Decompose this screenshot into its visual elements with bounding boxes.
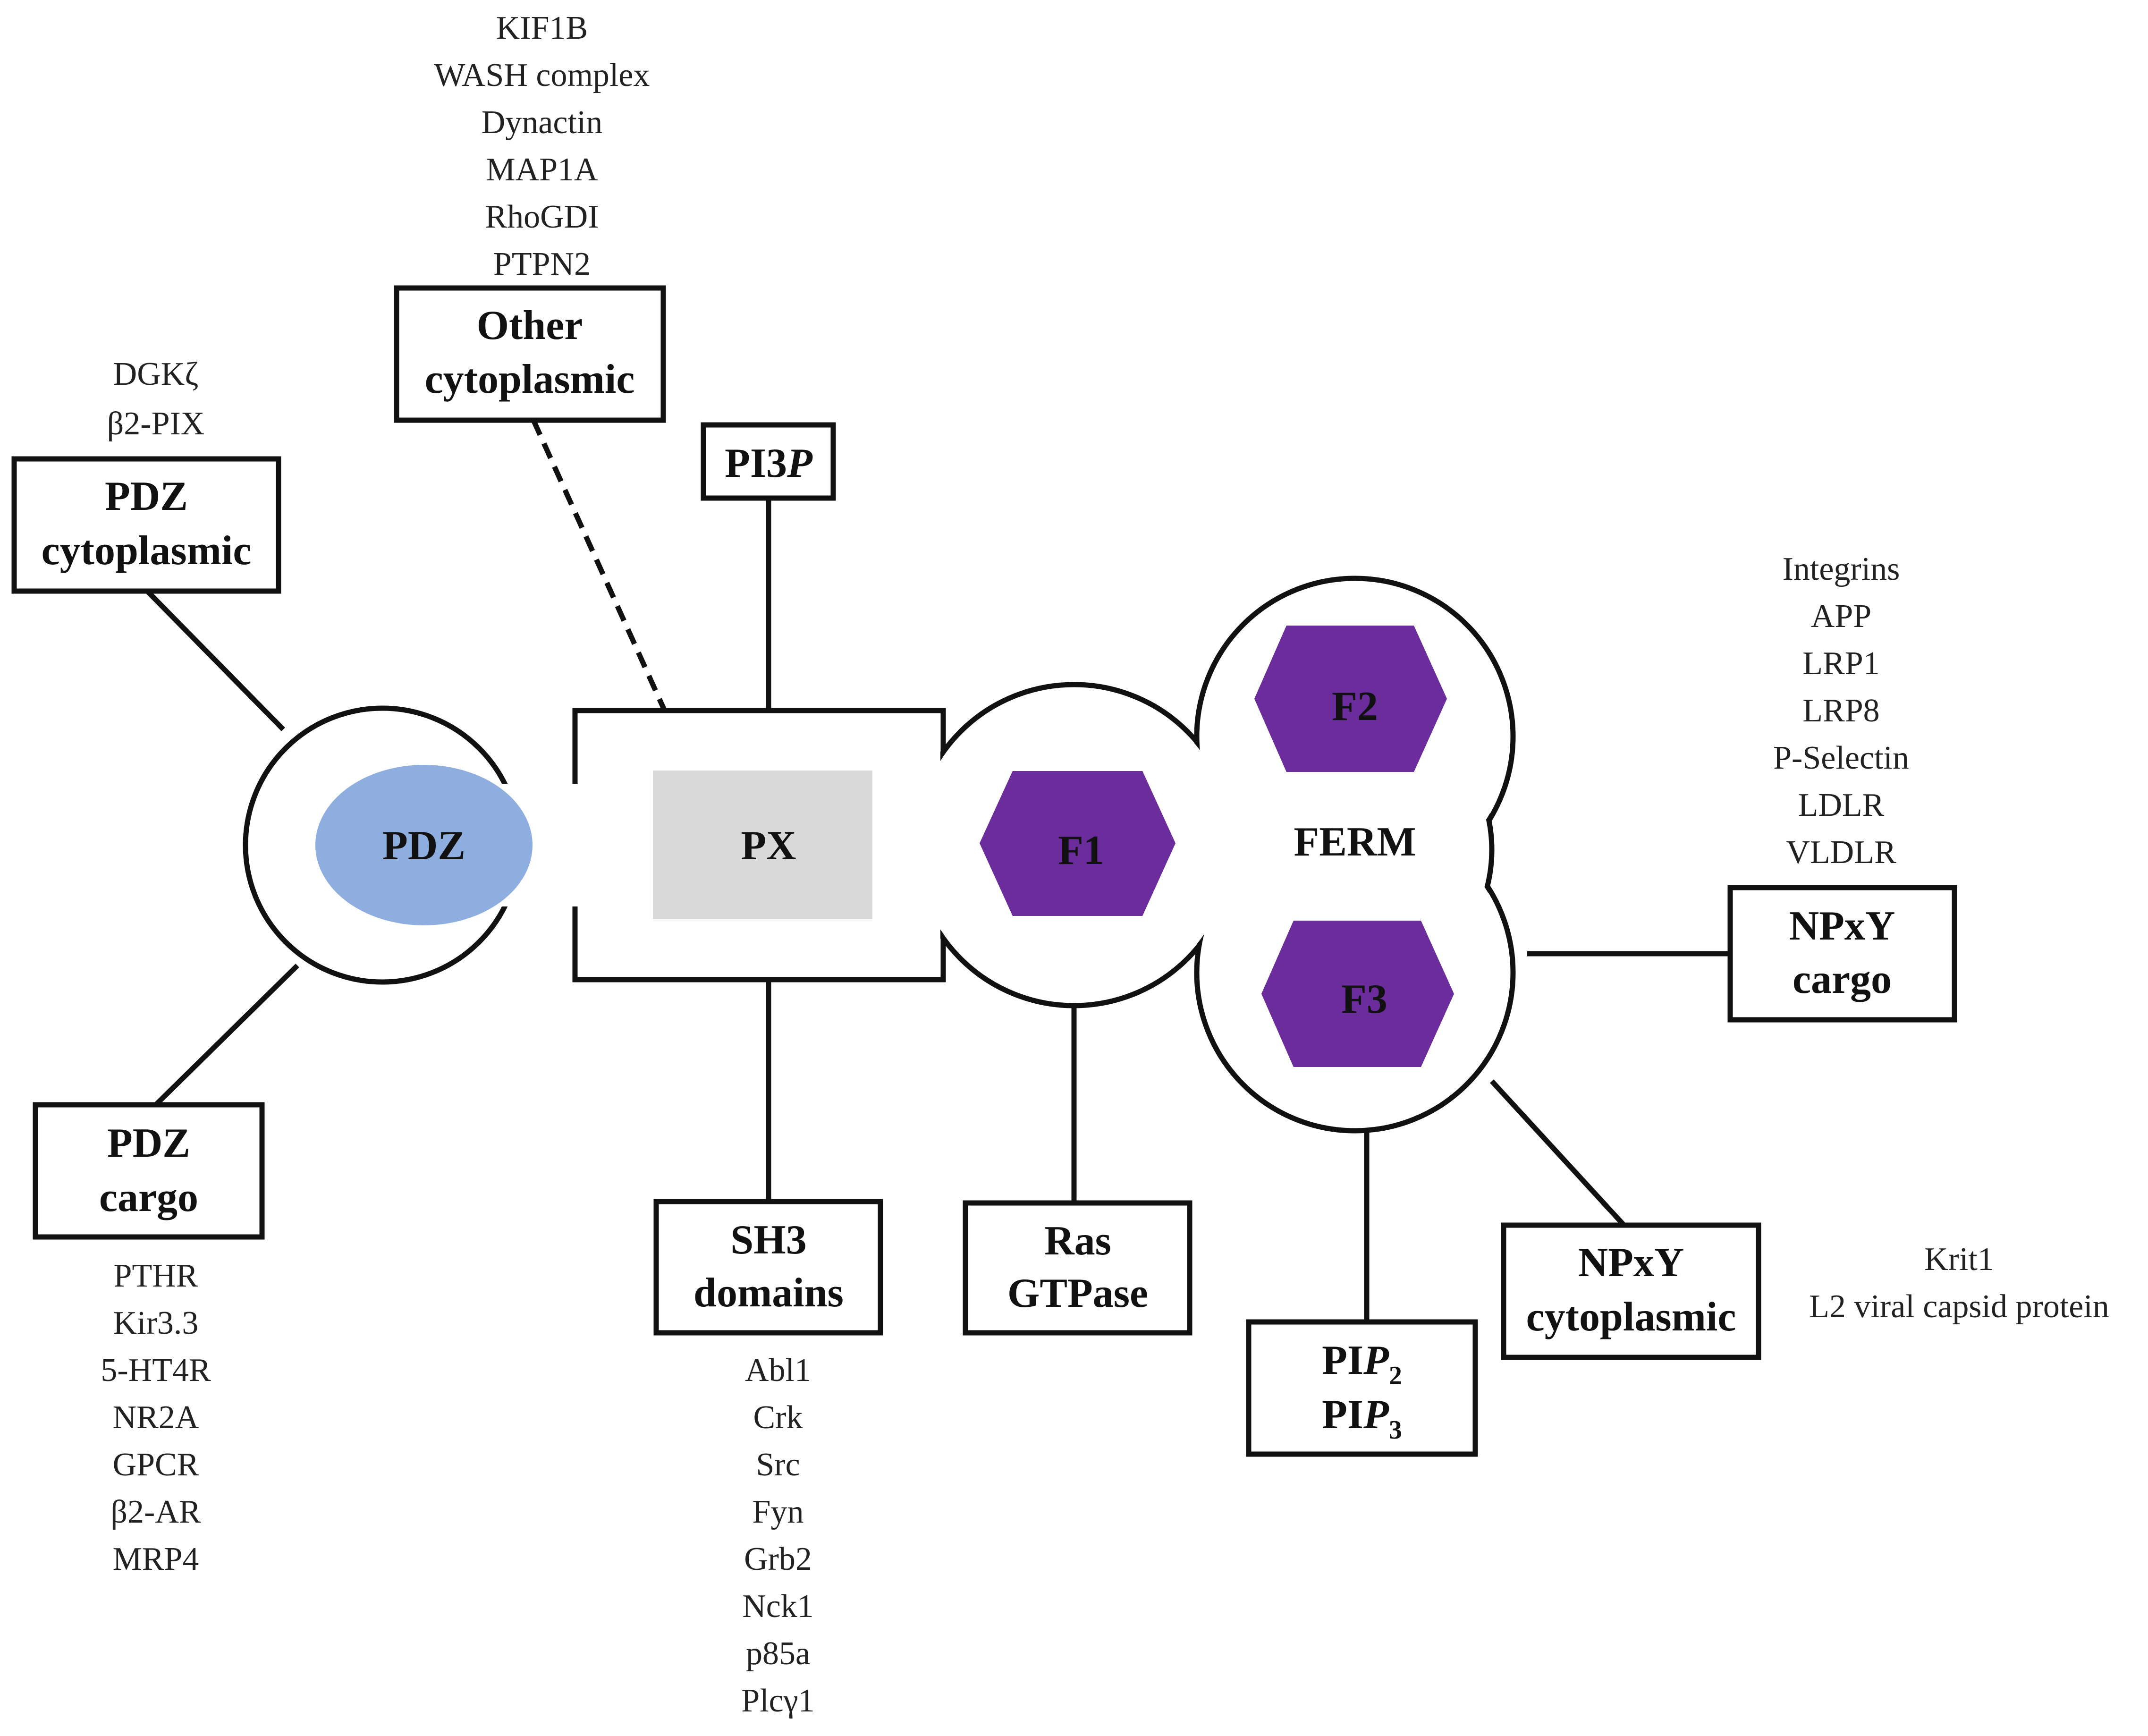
pdz-cargo-label-line1: PDZ [107, 1120, 190, 1166]
list-item: GPCR [113, 1447, 199, 1483]
list-item: P-Selectin [1773, 740, 1909, 776]
list-item: APP [1811, 598, 1871, 635]
list-item: VLDLR [1786, 834, 1896, 871]
npxy-cytoplasmic-box [1501, 1222, 1761, 1360]
pip-box [1246, 1319, 1478, 1457]
pi3p-label: PI3P [725, 440, 813, 486]
list-item: Krit1 [1924, 1241, 1994, 1278]
list-item: β2-PIX [107, 406, 205, 442]
pdz-cytoplasmic-label-line2: cytoplasmic [42, 528, 252, 574]
f3-domain-label: F3 [1341, 976, 1387, 1022]
pip3-label: PIP3 [1322, 1392, 1402, 1445]
pdz-cytoplasmic-label-line1: PDZ [105, 474, 188, 519]
npxy-cargo-box [1727, 885, 1957, 1023]
pdz-domain-label: PDZ [382, 823, 465, 869]
list-item: Crk [753, 1399, 803, 1436]
connector-other-cytoplasmic [531, 419, 668, 714]
npxy-cargo-label-line2: cargo [1793, 957, 1892, 1002]
npxy-cytoplasmic-label-line2: cytoplasmic [1526, 1294, 1736, 1340]
pdz-cargo-list: PTHR Kir3.3 5-HT4R NR2A GPCR β2-AR MRP4 [101, 1258, 211, 1577]
connector-pdz-cargo [154, 964, 299, 1107]
npxy-cargo-list: Integrins APP LRP1 LRP8 P-Selectin LDLR … [1773, 551, 1909, 871]
connector-pdz-cytoplasmic [144, 588, 285, 731]
other-cytoplasmic-label-line2: cytoplasmic [425, 356, 635, 402]
f1-domain-label: F1 [1058, 828, 1104, 873]
list-item: LRP8 [1802, 693, 1879, 729]
ras-gtpase-label-line2: GTPase [1007, 1270, 1148, 1316]
list-item: DGKζ [113, 356, 199, 392]
npxy-cytoplasmic-list: Krit1 L2 viral capsid protein [1809, 1241, 2109, 1325]
f2-domain-label: F2 [1332, 684, 1378, 729]
other-cytoplasmic-list: KIF1B WASH complex Dynactin MAP1A RhoGDI… [434, 10, 650, 282]
list-item: Integrins [1783, 551, 1900, 587]
list-item: LDLR [1798, 787, 1885, 823]
list-item: MRP4 [113, 1541, 199, 1577]
npxy-cargo-label-line1: NPxY [1789, 903, 1895, 949]
list-item: WASH complex [434, 57, 650, 93]
pdz-cytoplasmic-list: DGKζ β2-PIX [107, 356, 205, 442]
list-item: LRP1 [1802, 645, 1879, 682]
sh3-domains-box [653, 1199, 883, 1336]
connector-npxy-cytoplasmic [1489, 1079, 1626, 1227]
pdz-cargo-label-line2: cargo [99, 1175, 198, 1220]
list-item: RhoGDI [485, 199, 599, 235]
list-item: Kir3.3 [113, 1305, 199, 1341]
f3-hexagon [1261, 921, 1454, 1067]
list-item: β2-AR [110, 1494, 201, 1530]
list-item: Dynactin [482, 104, 603, 141]
list-item: Grb2 [744, 1541, 812, 1577]
sh3-domains-list: Abl1 Crk Src Fyn Grb2 Nck1 p85a Plcγ1 [741, 1352, 814, 1719]
list-item: Nck1 [742, 1588, 814, 1625]
other-cytoplasmic-label-line1: Other [477, 303, 583, 348]
sh3-domains-label-line2: domains [693, 1270, 844, 1316]
sh3-domains-label-line1: SH3 [730, 1217, 806, 1263]
ras-gtpase-label-line1: Ras [1044, 1218, 1111, 1264]
list-item: p85a [746, 1635, 810, 1672]
list-item: KIF1B [496, 10, 588, 46]
pip2-label: PIP2 [1322, 1338, 1402, 1390]
px-domain-rect [653, 771, 872, 919]
list-item: NR2A [113, 1399, 199, 1436]
other-cytoplasmic-box [394, 285, 666, 423]
f2-hexagon [1254, 626, 1447, 772]
ras-gtpase-box [963, 1200, 1192, 1336]
list-item: PTPN2 [493, 246, 591, 282]
list-item: Abl1 [745, 1352, 811, 1389]
list-item: Plcγ1 [741, 1683, 814, 1719]
pdz-domain-ellipse [315, 765, 533, 925]
list-item: PTHR [114, 1258, 198, 1294]
ferm-domain-label: FERM [1294, 819, 1416, 865]
list-item: 5-HT4R [101, 1352, 211, 1389]
pi3p-box [701, 422, 836, 501]
npxy-cytoplasmic-label-line1: NPxY [1578, 1240, 1684, 1286]
list-item: MAP1A [486, 152, 598, 188]
px-domain-label: PX [741, 823, 796, 869]
pdz-cargo-box [33, 1102, 265, 1240]
f1-hexagon [980, 771, 1175, 916]
list-item: L2 viral capsid protein [1809, 1288, 2109, 1325]
list-item: Src [756, 1447, 800, 1483]
pdz-cytoplasmic-box [11, 456, 281, 594]
list-item: Fyn [753, 1494, 804, 1530]
